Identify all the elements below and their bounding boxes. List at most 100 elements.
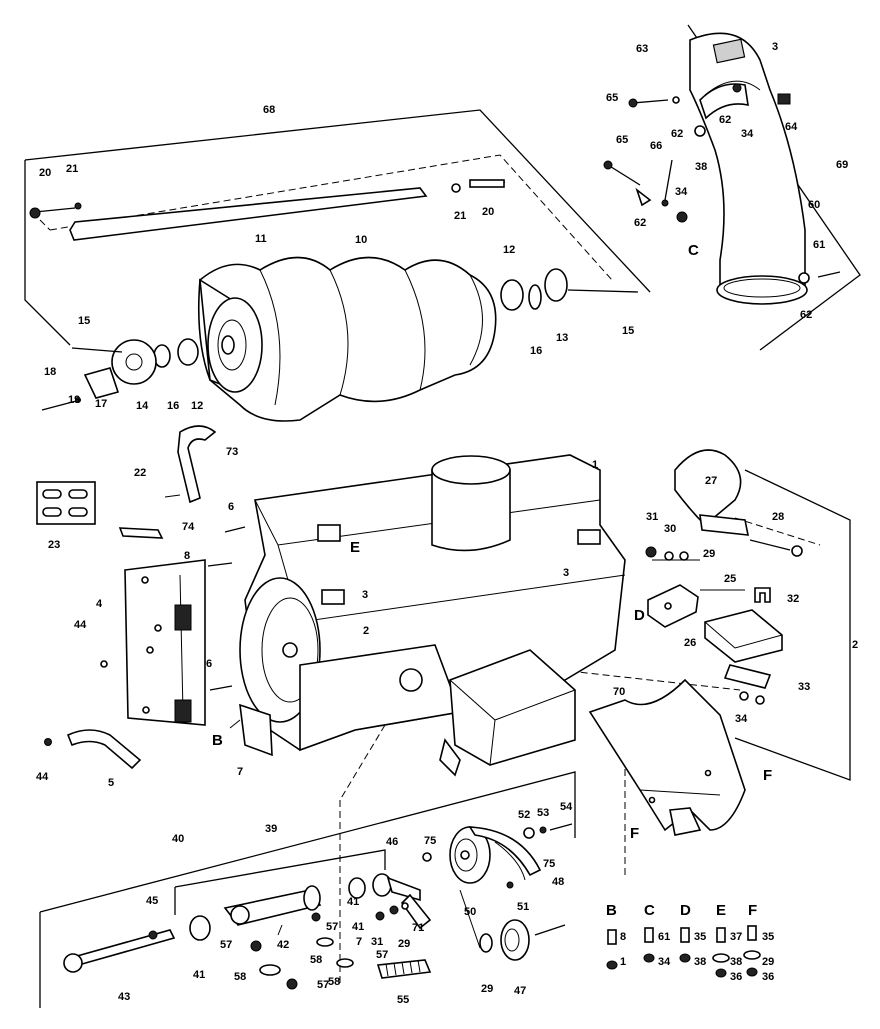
callout-l30: 30	[664, 523, 676, 535]
callout-l55: 55	[397, 994, 409, 1006]
callout-l34a: 34	[741, 128, 754, 140]
legend-item-E-2: 36	[730, 971, 742, 983]
callout-l31a: 31	[646, 511, 658, 523]
callout-l12b: 12	[191, 400, 203, 412]
callout-l43: 43	[118, 991, 130, 1003]
callout-l8: 8	[184, 550, 190, 562]
legend-item-C-0: 61	[658, 931, 670, 943]
auger-assembly	[29, 179, 639, 422]
callout-l16b: 16	[167, 400, 179, 412]
callout-l65a: 65	[606, 92, 618, 104]
callout-l57d: 57	[317, 979, 329, 991]
callout-l75b: 75	[543, 858, 555, 870]
callout-l44a: 44	[74, 619, 87, 631]
callout-l31b: 31	[371, 936, 383, 948]
callout-l3b: 3	[563, 567, 569, 579]
left-side-parts	[36, 425, 273, 770]
callout-l33: 33	[798, 681, 810, 693]
callout-l17: 17	[95, 398, 107, 410]
callout-lB: B	[212, 732, 223, 749]
callout-l62c: 62	[634, 217, 646, 229]
callout-l6b: 6	[206, 658, 212, 670]
callout-l3a: 3	[772, 41, 778, 53]
callout-l7b: 7	[356, 936, 362, 948]
callout-l42: 42	[277, 939, 289, 951]
callout-l1: 1	[592, 459, 598, 471]
callout-l6a: 6	[228, 501, 234, 513]
callout-l41a: 41	[347, 896, 359, 908]
callout-l69: 69	[836, 159, 848, 171]
legend-item-B-0: 8	[620, 931, 626, 943]
callout-l7a: 7	[237, 766, 243, 778]
callout-l29b: 29	[398, 938, 410, 950]
callout-l15a: 15	[78, 315, 90, 327]
callout-l71: 71	[412, 922, 424, 934]
legend-letter-F: F	[748, 902, 757, 919]
legend-item-F-2: 36	[762, 971, 774, 983]
auger-housing	[239, 454, 626, 777]
callout-l21b: 21	[454, 210, 466, 222]
callout-l23: 23	[48, 539, 60, 551]
callout-lF1: F	[763, 767, 772, 784]
callout-l27: 27	[705, 475, 717, 487]
legend-letter-D: D	[680, 902, 691, 919]
legend-letter-B: B	[606, 902, 617, 919]
callout-l57b: 57	[220, 939, 232, 951]
callout-l13: 13	[556, 332, 568, 344]
callout-l20b: 20	[482, 206, 494, 218]
callout-l10: 10	[355, 234, 367, 246]
callout-l73: 73	[226, 446, 238, 458]
callout-l14: 14	[136, 400, 149, 412]
callout-l50: 50	[464, 906, 476, 918]
callout-l47: 47	[514, 985, 526, 997]
callout-lC: C	[688, 242, 699, 259]
callout-l75a: 75	[424, 835, 436, 847]
callout-l44b: 44	[36, 771, 49, 783]
callout-l70: 70	[613, 686, 625, 698]
callout-l58a: 58	[310, 954, 322, 966]
legend-letter-C: C	[644, 902, 655, 919]
callout-lD: D	[634, 607, 645, 624]
legend-letter-E: E	[716, 902, 726, 919]
callout-l32: 32	[787, 593, 799, 605]
callout-l48: 48	[552, 876, 564, 888]
callout-l58c: 58	[328, 976, 340, 988]
callout-l61: 61	[813, 239, 825, 251]
callout-l64: 64	[785, 121, 798, 133]
callout-l34b: 34	[675, 186, 688, 198]
discharge-chute	[603, 32, 841, 305]
callout-l29c: 29	[481, 983, 493, 995]
callout-lE: E	[350, 539, 360, 556]
callout-l39: 39	[265, 823, 277, 835]
callout-l34c: 34	[735, 713, 748, 725]
callout-l57a: 57	[326, 921, 338, 933]
callout-l40: 40	[172, 833, 184, 845]
callout-l2b: 2	[852, 639, 858, 651]
legend-item-F-1: 29	[762, 956, 774, 968]
callout-l20a: 20	[39, 167, 51, 179]
callout-l12a: 12	[503, 244, 515, 256]
callout-l3c: 3	[362, 589, 368, 601]
callout-l11: 11	[255, 233, 267, 245]
callout-l16a: 16	[530, 345, 542, 357]
callout-l26: 26	[684, 637, 696, 649]
callout-lF2: F	[630, 825, 639, 842]
legend-item-E-0: 37	[730, 931, 742, 943]
bottom-linkage	[63, 823, 573, 990]
callout-l62a: 62	[671, 128, 683, 140]
callout-l25: 25	[724, 573, 736, 585]
callout-l66: 66	[650, 140, 662, 152]
legend-item-D-1: 38	[694, 956, 706, 968]
legend-item-F-0: 35	[762, 931, 774, 943]
callout-l46: 46	[386, 836, 398, 848]
callout-l2a: 2	[363, 625, 369, 637]
callout-l41b: 41	[193, 969, 205, 981]
callout-l22: 22	[134, 467, 146, 479]
legend-item-C-1: 34	[658, 956, 671, 968]
callout-l15b: 15	[622, 325, 634, 337]
legend-item-B-1: 1	[620, 956, 626, 968]
